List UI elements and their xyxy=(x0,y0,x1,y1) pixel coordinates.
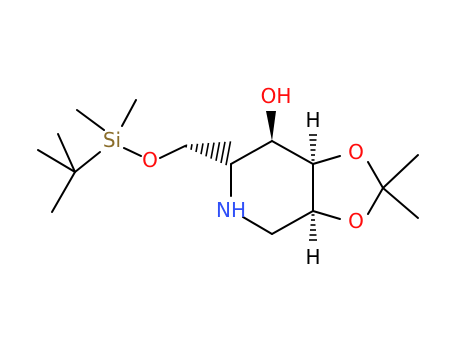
bond-tbu-methyl-bottom xyxy=(51,171,76,213)
atom-si-label: Si xyxy=(103,128,121,152)
bond-o-ch2 xyxy=(159,145,186,159)
hashed-bond-c4-h xyxy=(309,214,317,241)
atom-h-bottom-label: H xyxy=(305,245,320,269)
bond-tbu-methyl-left xyxy=(37,149,76,173)
bond-c3-o-top xyxy=(312,155,341,165)
wedge-bond-c7-oh xyxy=(266,111,276,141)
atom-o-ring-top-label: O xyxy=(348,140,364,164)
bond-c4-o-bottom xyxy=(312,210,341,220)
bond-o-bottom-cq xyxy=(367,187,384,215)
atom-h-top-label: H xyxy=(305,108,320,132)
bond-n-c5 xyxy=(242,216,273,235)
hashed-bond-c3-h xyxy=(309,134,317,161)
bond-si-o xyxy=(123,147,142,157)
bond-si-methyl-left xyxy=(76,109,105,131)
hashed-bond-c6-ch2 xyxy=(185,141,232,166)
bond-o-top-cq xyxy=(367,161,384,189)
atom-nh-label: NH xyxy=(216,198,246,222)
bond-c5-c4 xyxy=(271,210,314,235)
bond-tbu-methyl-top xyxy=(57,133,76,173)
bond-c3-c7 xyxy=(271,140,314,165)
bond-c6-c7 xyxy=(230,140,273,165)
atom-o-ring-bottom-label: O xyxy=(348,209,364,233)
bond-tbu-si xyxy=(74,151,101,173)
atom-o-silyl-label: O xyxy=(142,148,158,172)
atom-oh-label: OH xyxy=(261,84,292,108)
bond-cq-methyl-top xyxy=(382,154,419,189)
bond-cq-methyl-bottom xyxy=(382,187,419,219)
bond-si-methyl-right xyxy=(121,99,137,127)
